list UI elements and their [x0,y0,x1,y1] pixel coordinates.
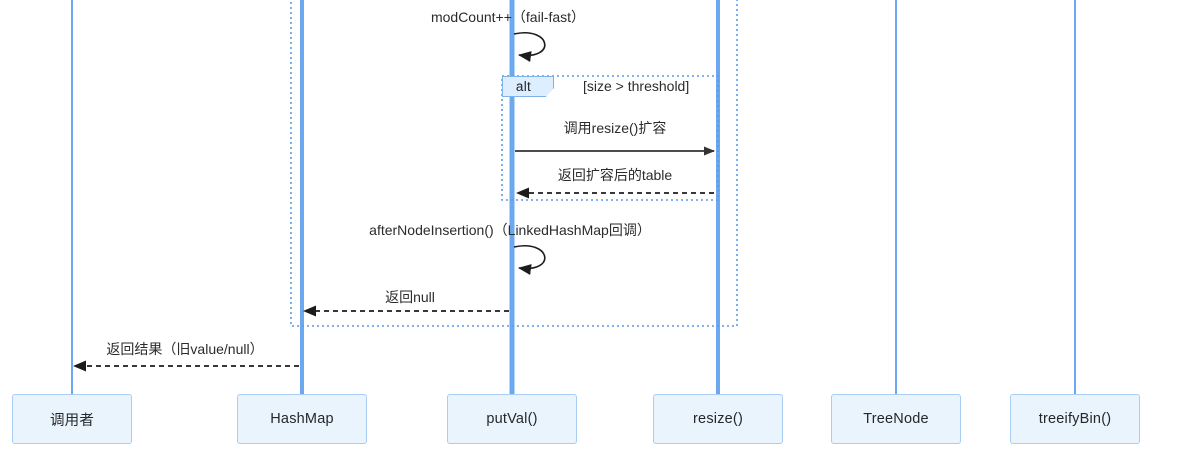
message-label-return-table: 返回扩容后的table [557,167,673,183]
fragment-alt-operator-tag: alt [502,76,554,97]
participant-box-caller[interactable]: 调用者 [12,394,132,444]
participant-box-resize[interactable]: resize() [653,394,783,444]
participant-box-hashmap[interactable]: HashMap [237,394,367,444]
message-label-return-null: 返回null [385,289,435,305]
participant-box-treenode[interactable]: TreeNode [831,394,961,444]
participant-box-treeifybin[interactable]: treeifyBin() [1010,394,1140,444]
message-label-modcount: modCount++（fail-fast） [430,9,586,25]
fragment-alt-guard-condition: [size > threshold] [583,78,690,94]
message-label-afternodeinsertion: afterNodeInsertion()（LinkedHashMap回调） [369,222,651,238]
activation-bar-putval [509,0,515,394]
activation-bar-hashmap [300,0,304,394]
fragment-outer-border [290,0,738,327]
message-arrow-modcount-self [513,32,546,63]
message-arrow-afternodeinsertion-self [513,245,546,276]
message-label-return-result: 返回结果（旧value/null） [106,341,264,357]
message-label-call-resize: 调用resize()扩容 [563,120,667,136]
participant-box-putval[interactable]: putVal() [447,394,577,444]
